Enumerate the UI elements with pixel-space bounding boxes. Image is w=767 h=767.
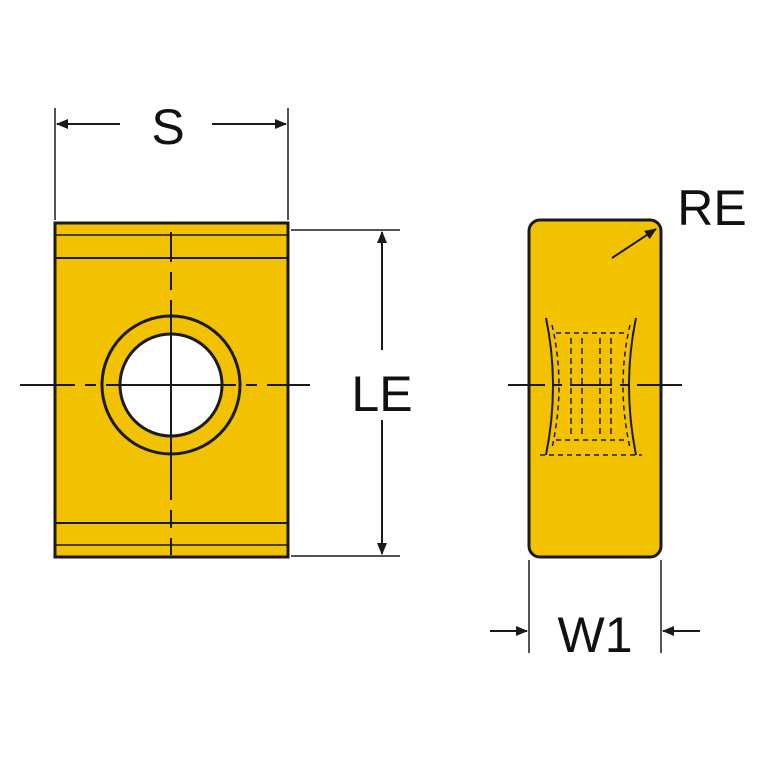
label-s: S [151, 99, 184, 155]
insert-side-body [527, 218, 663, 559]
label-re: RE [677, 180, 746, 236]
dimension-w1: W1 [490, 560, 700, 663]
label-w1: W1 [558, 607, 633, 663]
groove-left-inner [551, 324, 560, 449]
dimension-re: RE [611, 180, 747, 259]
label-le: LE [351, 366, 412, 422]
dimension-s: S [54, 99, 289, 220]
dimension-le: LE [291, 229, 413, 557]
groove-right-inner [622, 324, 631, 449]
side-view [508, 218, 682, 559]
top-view [20, 221, 310, 559]
